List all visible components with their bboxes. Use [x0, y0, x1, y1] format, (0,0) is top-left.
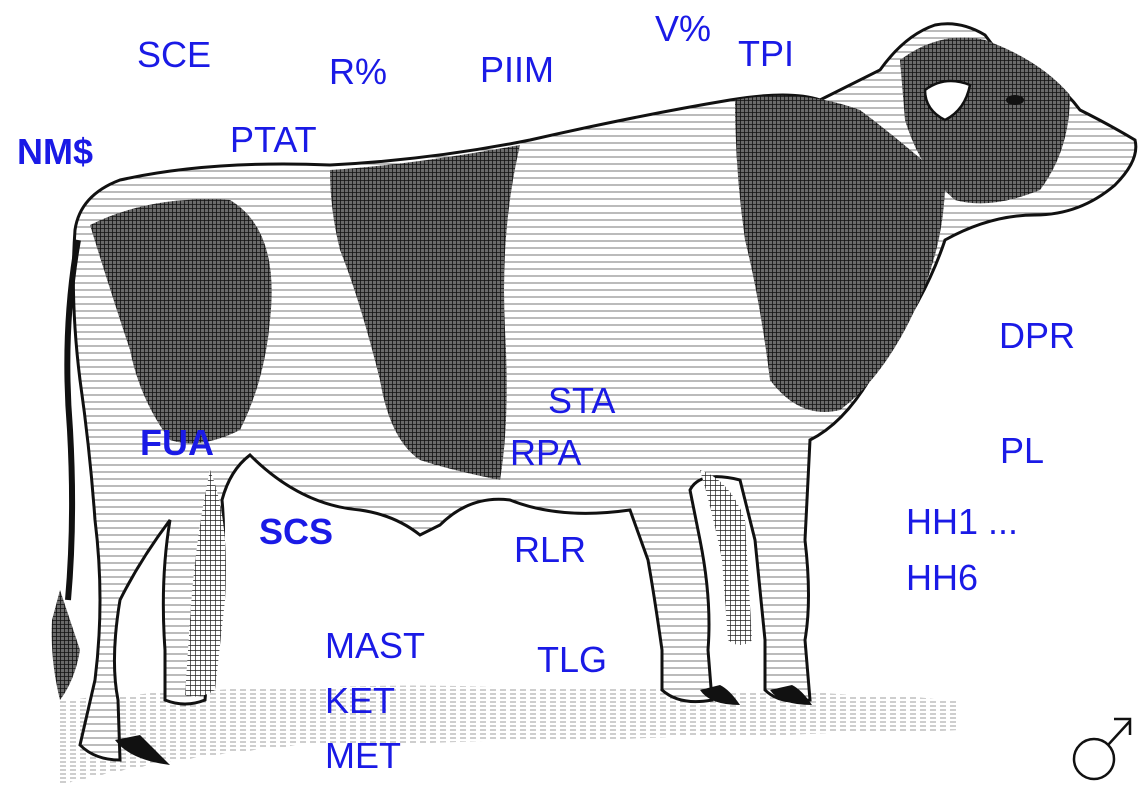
label-r-pct: R%: [329, 54, 387, 90]
label-nm: NM$: [17, 134, 93, 170]
label-sta: STA: [548, 383, 615, 419]
male-symbol-icon: [1068, 707, 1138, 785]
label-ket: KET: [325, 683, 395, 719]
label-rlr: RLR: [514, 532, 586, 568]
label-rpa: RPA: [510, 435, 581, 471]
label-scs: SCS: [259, 514, 333, 550]
label-v-pct: V%: [655, 11, 711, 47]
label-met: MET: [325, 738, 401, 774]
label-tpi: TPI: [738, 36, 794, 72]
label-dpr: DPR: [999, 318, 1075, 354]
cow-eye: [1006, 95, 1024, 105]
label-hh1: HH1 ...: [906, 504, 1018, 540]
label-piim: PIIM: [480, 52, 554, 88]
label-sce: SCE: [137, 37, 211, 73]
tail-switch: [52, 590, 80, 700]
label-ptat: PTAT: [230, 122, 317, 158]
label-pl: PL: [1000, 433, 1044, 469]
label-hh6: HH6: [906, 560, 978, 596]
label-fua: FUA: [140, 425, 214, 461]
label-tlg: TLG: [537, 642, 607, 678]
label-mast: MAST: [325, 628, 425, 664]
